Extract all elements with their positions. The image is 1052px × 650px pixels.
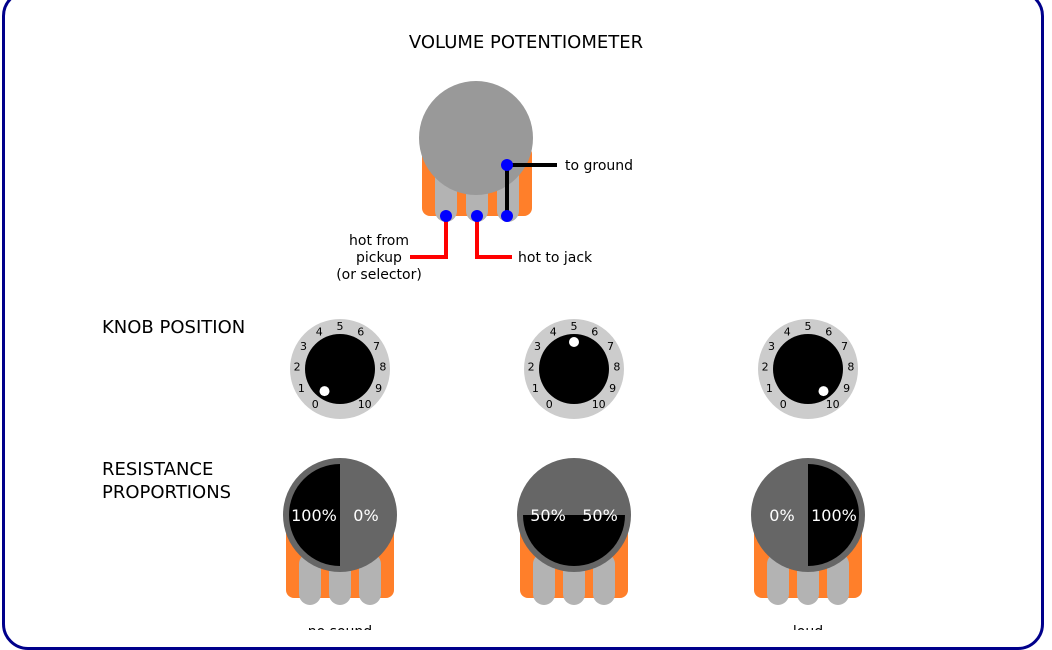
dial-number: 7	[841, 340, 848, 353]
dial-number: 7	[607, 340, 614, 353]
resistance-right-value: 100%	[811, 506, 857, 525]
hot-to-jack-label: hot to jack	[518, 250, 593, 266]
dial-number: 6	[825, 325, 832, 338]
hot-from-label-line-3: (or selector)	[336, 267, 422, 283]
dial-number: 5	[337, 320, 344, 333]
resistance-caption: loud	[793, 624, 823, 630]
dial-number: 4	[784, 325, 791, 338]
knob-cap	[539, 334, 609, 404]
solder-point-left	[440, 210, 452, 222]
resistance-black-portion	[289, 464, 340, 566]
hot-from-label-line-1: hot from	[349, 233, 409, 249]
dial-number: 3	[768, 340, 775, 353]
dial-number: 6	[591, 325, 598, 338]
resistance-left-value: 100%	[291, 506, 337, 525]
resistance-pot-2: 50% 50%	[517, 458, 631, 605]
dial-number: 6	[357, 325, 364, 338]
resistance-left-value: 0%	[769, 506, 794, 525]
dial-number: 1	[766, 382, 773, 395]
solder-point-middle	[471, 210, 483, 222]
knob-position-label: KNOB POSITION	[102, 317, 245, 338]
hot-to-jack-wire	[475, 216, 512, 259]
pot-body	[419, 81, 533, 195]
resistance-label-line-2: PROPORTIONS	[102, 482, 231, 503]
solder-points	[440, 159, 513, 222]
dial-number: 9	[843, 382, 850, 395]
dial-number: 5	[805, 320, 812, 333]
resistance-pot-3: 0% 100% loud	[751, 458, 865, 630]
resistance-right-value: 50%	[582, 506, 618, 525]
dial-number: 9	[375, 382, 382, 395]
resistance-caption: no sound	[308, 624, 372, 630]
hot-from-pickup-wire	[410, 216, 448, 259]
resistance-right-value: 0%	[353, 506, 378, 525]
hot-from-label-line-2: pickup	[356, 250, 402, 266]
dial-number: 8	[847, 361, 854, 374]
dial-number: 2	[294, 361, 301, 374]
knob-indicator	[569, 337, 579, 347]
diagram-canvas: VOLUME POTENTIOMETER to ground hot from …	[102, 32, 865, 630]
dial-number: 3	[534, 340, 541, 353]
dial-number: 4	[316, 325, 323, 338]
diagram-title: VOLUME POTENTIOMETER	[409, 32, 643, 53]
dial-number: 3	[300, 340, 307, 353]
knob-cap	[773, 334, 843, 404]
knob-indicator	[319, 386, 330, 397]
volume-potentiometer	[410, 81, 557, 259]
resistance-label-line-1: RESISTANCE	[102, 459, 213, 480]
dial-number: 0	[780, 398, 787, 411]
dial-number: 10	[592, 398, 606, 411]
dial-number: 0	[312, 398, 319, 411]
dial-number: 10	[358, 398, 372, 411]
dial-number: 5	[571, 320, 578, 333]
resistance-black-portion	[523, 515, 625, 566]
knob-cap	[305, 334, 375, 404]
resistance-pot-1: 100% 0% no sound	[283, 458, 397, 630]
dial-number: 0	[546, 398, 553, 411]
dial-number: 4	[550, 325, 557, 338]
dial-number: 7	[373, 340, 380, 353]
resistance-black-portion	[808, 464, 859, 566]
dial-number: 2	[762, 361, 769, 374]
dial-number: 8	[613, 361, 620, 374]
to-ground-label: to ground	[565, 158, 633, 174]
knob-indicator	[818, 386, 829, 397]
solder-point-right	[501, 210, 513, 222]
solder-point-ground	[501, 159, 513, 171]
dial-number: 1	[532, 382, 539, 395]
dial-number: 9	[609, 382, 616, 395]
dial-number: 10	[826, 398, 840, 411]
resistance-left-value: 50%	[530, 506, 566, 525]
dial-number: 2	[528, 361, 535, 374]
dial-number: 8	[379, 361, 386, 374]
dial-number: 1	[298, 382, 305, 395]
